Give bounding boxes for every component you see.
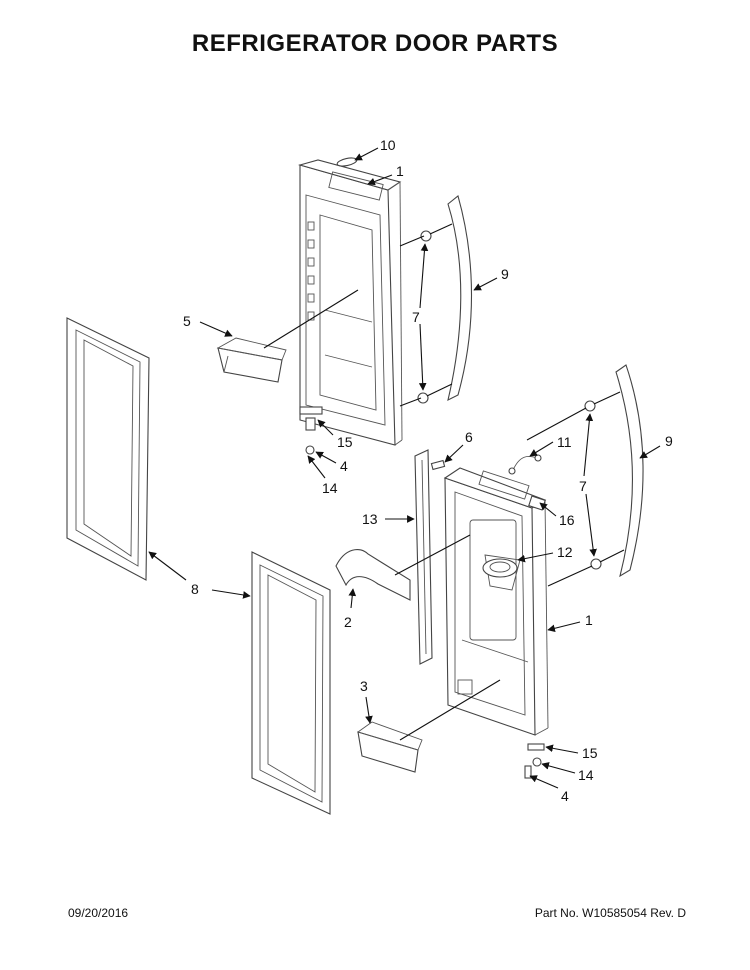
left-door-panel (297, 159, 403, 446)
vertical-strip-13 (414, 449, 433, 665)
guide-handle-right-c (593, 391, 621, 405)
callout-15-top: 15 (337, 434, 353, 450)
handle-mount-top-2 (417, 392, 429, 404)
leader-14-top (307, 455, 326, 479)
callout-1-top: 1 (396, 163, 404, 179)
guide-handle-top-c (429, 223, 453, 235)
right-door-panel (443, 467, 549, 736)
leader-8-a (148, 551, 187, 581)
leader-6 (444, 444, 464, 463)
callout-1-right: 1 (585, 612, 593, 628)
callout-6: 6 (465, 429, 473, 445)
leader-4-top (315, 451, 337, 464)
leader-2 (348, 588, 357, 609)
guide-handle-top-b (399, 397, 422, 407)
right-door-top-parts (430, 454, 546, 511)
leader-16 (539, 502, 557, 517)
leader-7-top-a (419, 243, 429, 309)
page-title: REFRIGERATOR DOOR PARTS (191, 30, 559, 57)
handle-mount-right-2 (590, 558, 602, 570)
guide-bin-3 (399, 679, 501, 741)
gasket-left (66, 317, 150, 581)
gasket-ring-10 (336, 157, 358, 167)
leader-9-right (639, 445, 661, 459)
callout-9-right: 9 (665, 433, 673, 449)
guide-handle-top-a (399, 235, 425, 247)
upper-left-hinge-parts (299, 406, 323, 455)
leader-12 (517, 552, 554, 563)
callout-15-bottom: 15 (582, 745, 598, 761)
leader-3 (365, 696, 373, 724)
callout-10: 10 (380, 137, 396, 153)
door-bin-3 (356, 721, 423, 773)
handle-mount-right-1 (584, 400, 596, 412)
callout-16: 16 (559, 512, 575, 528)
leader-5 (199, 321, 233, 337)
guide-handle-right-b (547, 565, 593, 587)
leader-9-top (473, 277, 498, 291)
leader-10 (354, 147, 379, 161)
footer-date: 09/20/2016 (68, 906, 129, 920)
lower-right-hinge-parts (524, 743, 545, 779)
handle-mount-top-1 (420, 230, 432, 242)
gasket-right (251, 551, 331, 815)
leader-15-top (317, 419, 334, 436)
leader-14-bottom (541, 762, 576, 774)
leader-15-bottom (545, 744, 579, 754)
leader-7-top-b (418, 323, 427, 391)
footer-part-number: Part No. W10585054 Rev. D (534, 906, 686, 920)
leader-1-top (367, 174, 393, 186)
callout-4-top: 4 (340, 458, 348, 474)
callout-7-right: 7 (579, 478, 587, 494)
leader-7-right-a (583, 413, 594, 477)
callout-12: 12 (557, 544, 573, 560)
bracket-2 (335, 548, 411, 601)
callout-13: 13 (362, 511, 378, 527)
guide-bracket-2 (394, 534, 471, 576)
leader-8-b (211, 589, 251, 599)
leader-11 (529, 441, 554, 457)
guide-handle-right-a (526, 407, 587, 441)
callout-8: 8 (191, 581, 199, 597)
right-handle-9 (615, 364, 644, 578)
callout-3: 3 (360, 678, 368, 694)
callout-4-bottom: 4 (561, 788, 569, 804)
callout-9-top: 9 (501, 266, 509, 282)
leader-1-right (547, 621, 581, 633)
callout-14-top: 14 (322, 480, 338, 496)
leader-4-bottom (529, 775, 559, 789)
guide-handle-right-d (599, 549, 625, 563)
callout-5: 5 (183, 313, 191, 329)
callout-14-bottom: 14 (578, 767, 594, 783)
callout-11: 11 (557, 434, 572, 450)
guide-handle-top-d (426, 383, 453, 397)
callout-2: 2 (344, 614, 352, 630)
guide-bin-5 (263, 289, 359, 349)
callout-7-top: 7 (412, 309, 420, 325)
leader-7-right-b (585, 493, 597, 557)
upper-handle-9 (447, 195, 472, 402)
door-bin-5 (216, 337, 287, 383)
